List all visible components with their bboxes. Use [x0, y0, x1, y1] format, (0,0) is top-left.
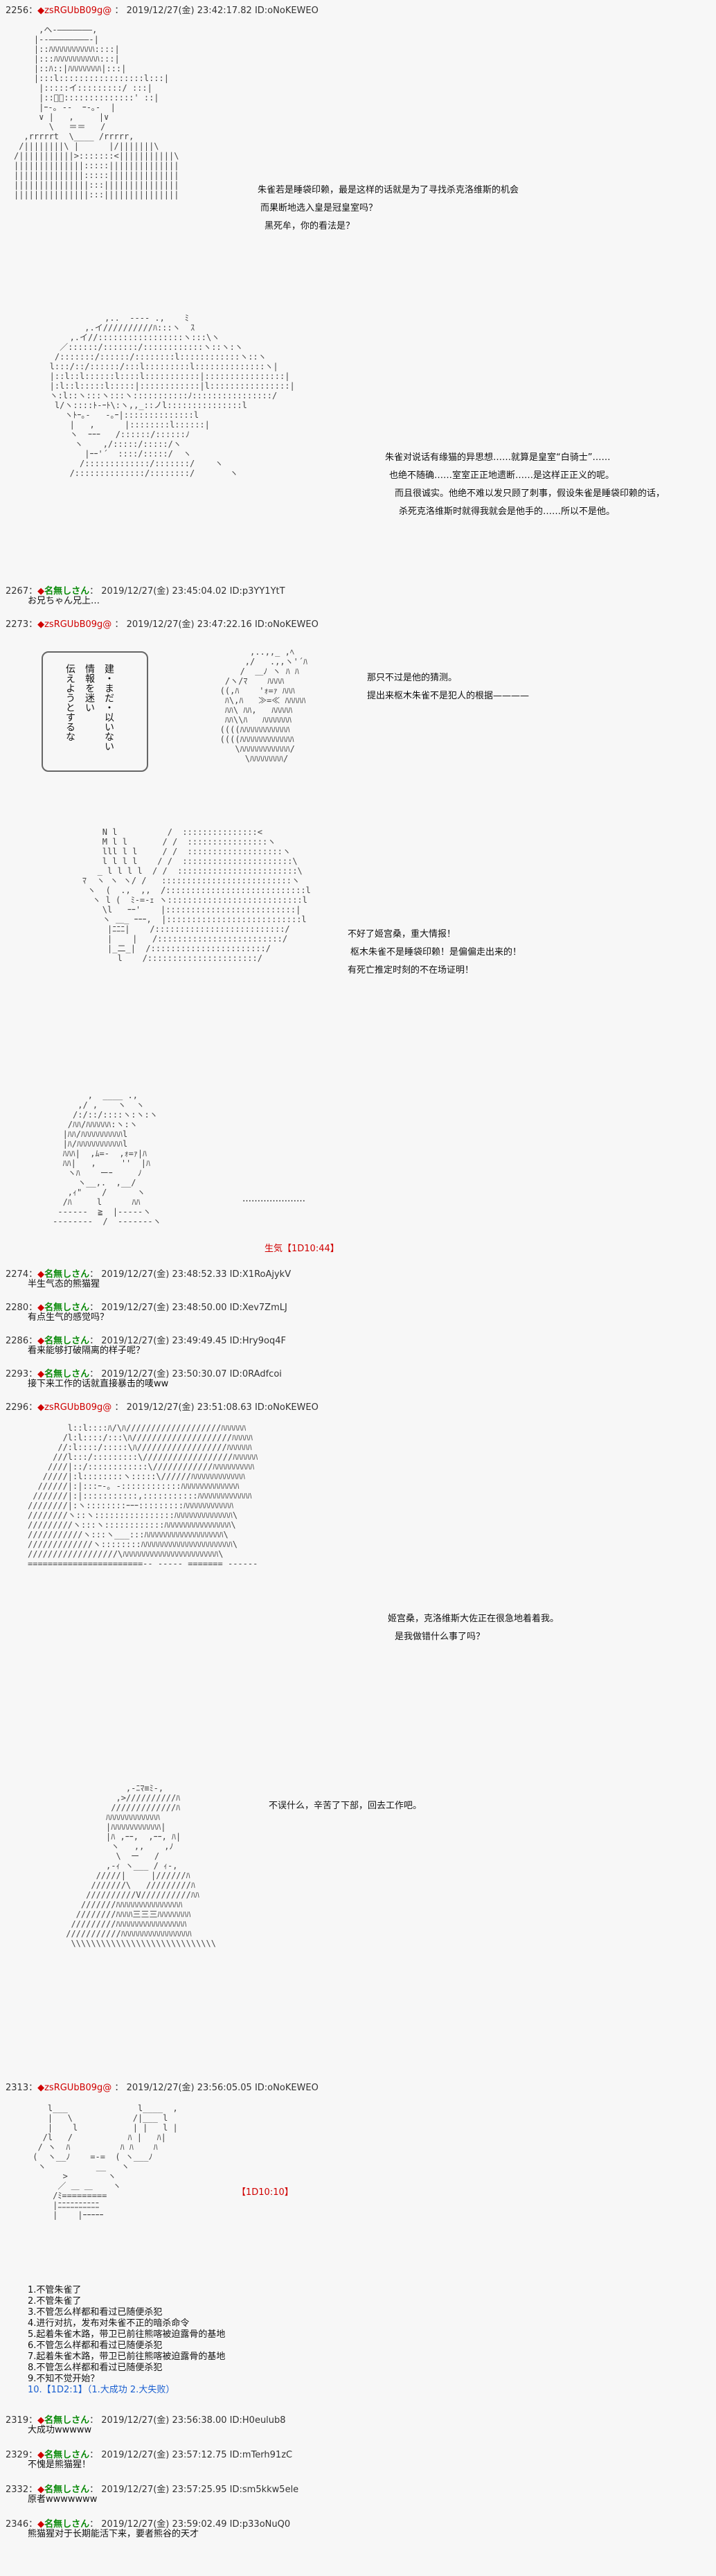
dialog-1: 朱雀若是睡袋印赖，最是这样的话就是为了寻找杀克洛维斯的机会 而果断地选入皇是冠皇… — [258, 185, 519, 231]
post-body-2280: 有点生气的感觉吗？ — [28, 1312, 109, 1323]
roll-option-8: 8.不管怎么样都和看过已随便杀犯 — [28, 2363, 163, 2373]
vertical-text-2: 情報を迷い — [84, 664, 95, 712]
dialog-3: 那只不过是他的猜测。 提出来枢木朱雀不是犯人的根据———— — [367, 673, 530, 701]
post-body-2319: 大成功wwwww — [28, 2425, 92, 2435]
roll-option-6: 6.不管怎么样都和看过已随便杀犯 — [28, 2340, 163, 2351]
post-body-2274: 半生气态的熊猫猩 — [28, 1279, 100, 1289]
post-header-2256: 2256：◆zsRGUbB09g@ ： 2019/12/27(金) 23:42:… — [6, 6, 319, 16]
roll-option-7: 7.起着朱雀木路，带卫已前往熊喀被迫露骨的基地 — [28, 2352, 226, 2362]
ascii-art-3: ,..,,_ ,ﾍ ,/ .,,ヽ'´ﾊ / ＿ﾉ ヽ ﾊ ﾊ /ヽ/ﾏ ﾊﾊﾊ… — [220, 647, 308, 764]
ascii-art-1: ,ヘ‐―――――――, |-‐――――――――-| |::ﾊﾊﾊﾊﾊﾊﾊﾊﾊﾊﾊ… — [14, 25, 179, 200]
post-header-2296: 2296：◆zsRGUbB09g@ ： 2019/12/27(金) 23:51:… — [6, 1402, 319, 1413]
vertical-text-1: 建・まだ・以いない — [103, 664, 114, 751]
post-body-2346: 熊猫猩对于长期能活下来，要者熊谷的天才 — [28, 2529, 199, 2539]
dialog-6: 姬宫桑，克洛维斯大佐正在很急地着着我。 是我做错什么事了吗？ — [388, 1614, 560, 1642]
speech-bubble-box — [42, 651, 148, 772]
roll-option-1: 1.不管朱雀了 — [28, 2285, 82, 2295]
post-header-2346: 2346：◆名無しさん： 2019/12/27(金) 23:59:02.49 I… — [6, 2519, 291, 2530]
post-header-2274: 2274：◆名無しさん： 2019/12/27(金) 23:48:52.33 I… — [6, 1269, 292, 1280]
post-body-2293: 接下来工作的话就直接暴击的唛ww — [28, 1379, 169, 1389]
post-body-2286: 看来能够打破隔离的样子呢？ — [28, 1346, 145, 1356]
roll-option-10: 10.【1D2:1】（1.大成功 2.大失败） — [28, 2385, 175, 2395]
poster-name[interactable]: 名無しさん — [44, 2519, 90, 2530]
roll-option-5: 5.起着朱雀木路，带卫已前往熊喀被迫露骨的基地 — [28, 2329, 226, 2340]
ascii-art-2: ,.. ---- ., ﾐ ,.イ//////////ﾊ:::ヽ ｽ ,.イ//… — [49, 313, 295, 478]
poster-name[interactable]: 名無しさん — [44, 2415, 90, 2426]
ascii-art-4: N l / :::::::::::::::< M l l / / :::::::… — [82, 827, 311, 963]
roll-option-3: 3.不管怎么样都和看过已随便杀犯 — [28, 2307, 163, 2318]
poster-name[interactable]: 名無しさん — [44, 1336, 90, 1346]
post-body-2332: 原者wwwwwww — [28, 2494, 98, 2505]
poster-name[interactable]: 名無しさん — [44, 2450, 90, 2460]
ascii-art-5: , ____ ., ,/ , ヽ ヽ /:/::/::::ヽ:ヽ:ヽ /ﾊﾊ/ﾊ… — [53, 1091, 161, 1226]
post-header-2313: 2313：◆zsRGUbB09g@ ： 2019/12/27(金) 23:56:… — [6, 2083, 319, 2093]
ascii-art-7: ,-ﾆﾏ≡ﾐ-, ,>//////////ﾊ /////////////ﾊ ﾊﾊ… — [66, 1783, 216, 1948]
poster-name[interactable]: ◆zsRGUbB09g — [37, 619, 103, 630]
post-header-2293: 2293：◆名無しさん： 2019/12/27(金) 23:50:30.07 I… — [6, 1369, 282, 1379]
dialog-7: 不误什么，辛苦了下部，回去工作吧。 — [269, 1801, 422, 1811]
post-header-2286: 2286：◆名無しさん： 2019/12/27(金) 23:49:49.45 I… — [6, 1336, 286, 1346]
vertical-text-3: 伝えようとするな — [64, 664, 75, 741]
roll-option-9: 9.不知不觉开始？ — [28, 2374, 100, 2384]
ascii-art-6: l::l::::ﾊ/\ﾊ///////////////////ﾊﾊﾊﾊﾊﾊ /l… — [28, 1423, 258, 1569]
poster-name[interactable]: 名無しさん — [44, 1269, 90, 1280]
poster-name[interactable]: ◆zsRGUbB09g — [37, 6, 103, 16]
roll-option-4: 4.进行对抗，发布对朱雀不正的暗杀命令 — [28, 2318, 190, 2329]
post-header-2280: 2280：◆名無しさん： 2019/12/27(金) 23:48:50.00 I… — [6, 1303, 287, 1313]
poster-name[interactable]: 名無しさん — [44, 586, 90, 597]
roll-list: 1.不管朱雀了 2.不管朱雀了 3.不管怎么样都和看过已随便杀犯 4.进行对抗，… — [28, 2285, 225, 2396]
poster-name[interactable]: 名無しさん — [44, 1369, 90, 1379]
post-body-2267: お兄ちゃん兄上… — [28, 596, 100, 606]
post-body-2329: 不愧是熊猫猩！ — [28, 2460, 91, 2470]
dialog-2: 朱雀对说话有缘猫的异思想……就算是皇室“白骑士”…… 也绝不随确……室室正正地遗… — [385, 452, 665, 517]
poster-name[interactable]: ◆zsRGUbB09g — [37, 2083, 103, 2093]
post-header-2267: 2267：◆名無しさん： 2019/12/27(金) 23:45:04.02 I… — [6, 586, 285, 597]
roll-option-2: 2.不管朱雀了 — [28, 2296, 82, 2306]
poster-name[interactable]: 名無しさん — [44, 1303, 90, 1313]
post-header-2332: 2332：◆名無しさん： 2019/12/27(金) 23:57:25.95 I… — [6, 2485, 299, 2495]
post-header-2329: 2329：◆名無しさん： 2019/12/27(金) 23:57:12.75 I… — [6, 2450, 293, 2460]
ascii-art-8: l___ l____ , | \ /|___ l | l | | l | /l … — [33, 2103, 178, 2220]
post-header-2319: 2319：◆名無しさん： 2019/12/27(金) 23:56:38.00 I… — [6, 2415, 286, 2426]
poster-name[interactable]: 名無しさん — [44, 2485, 90, 2495]
poster-name[interactable]: ◆zsRGUbB09g — [37, 1402, 103, 1413]
post-header-2273: 2273：◆zsRGUbB09g@ ： 2019/12/27(金) 23:47:… — [6, 619, 319, 630]
dialog-4: 不好了姬宫桑，重大情报！ 枢木朱雀不是睡袋印赖！是偏偏走出来的！ 有死亡推定时刻… — [348, 929, 522, 976]
status-roll-2: 【1D10:10】 — [237, 2187, 294, 2198]
dialog-5: ………………… — [242, 1194, 305, 1204]
status-roll-1: 生気【1D10:44】 — [265, 1244, 339, 1254]
